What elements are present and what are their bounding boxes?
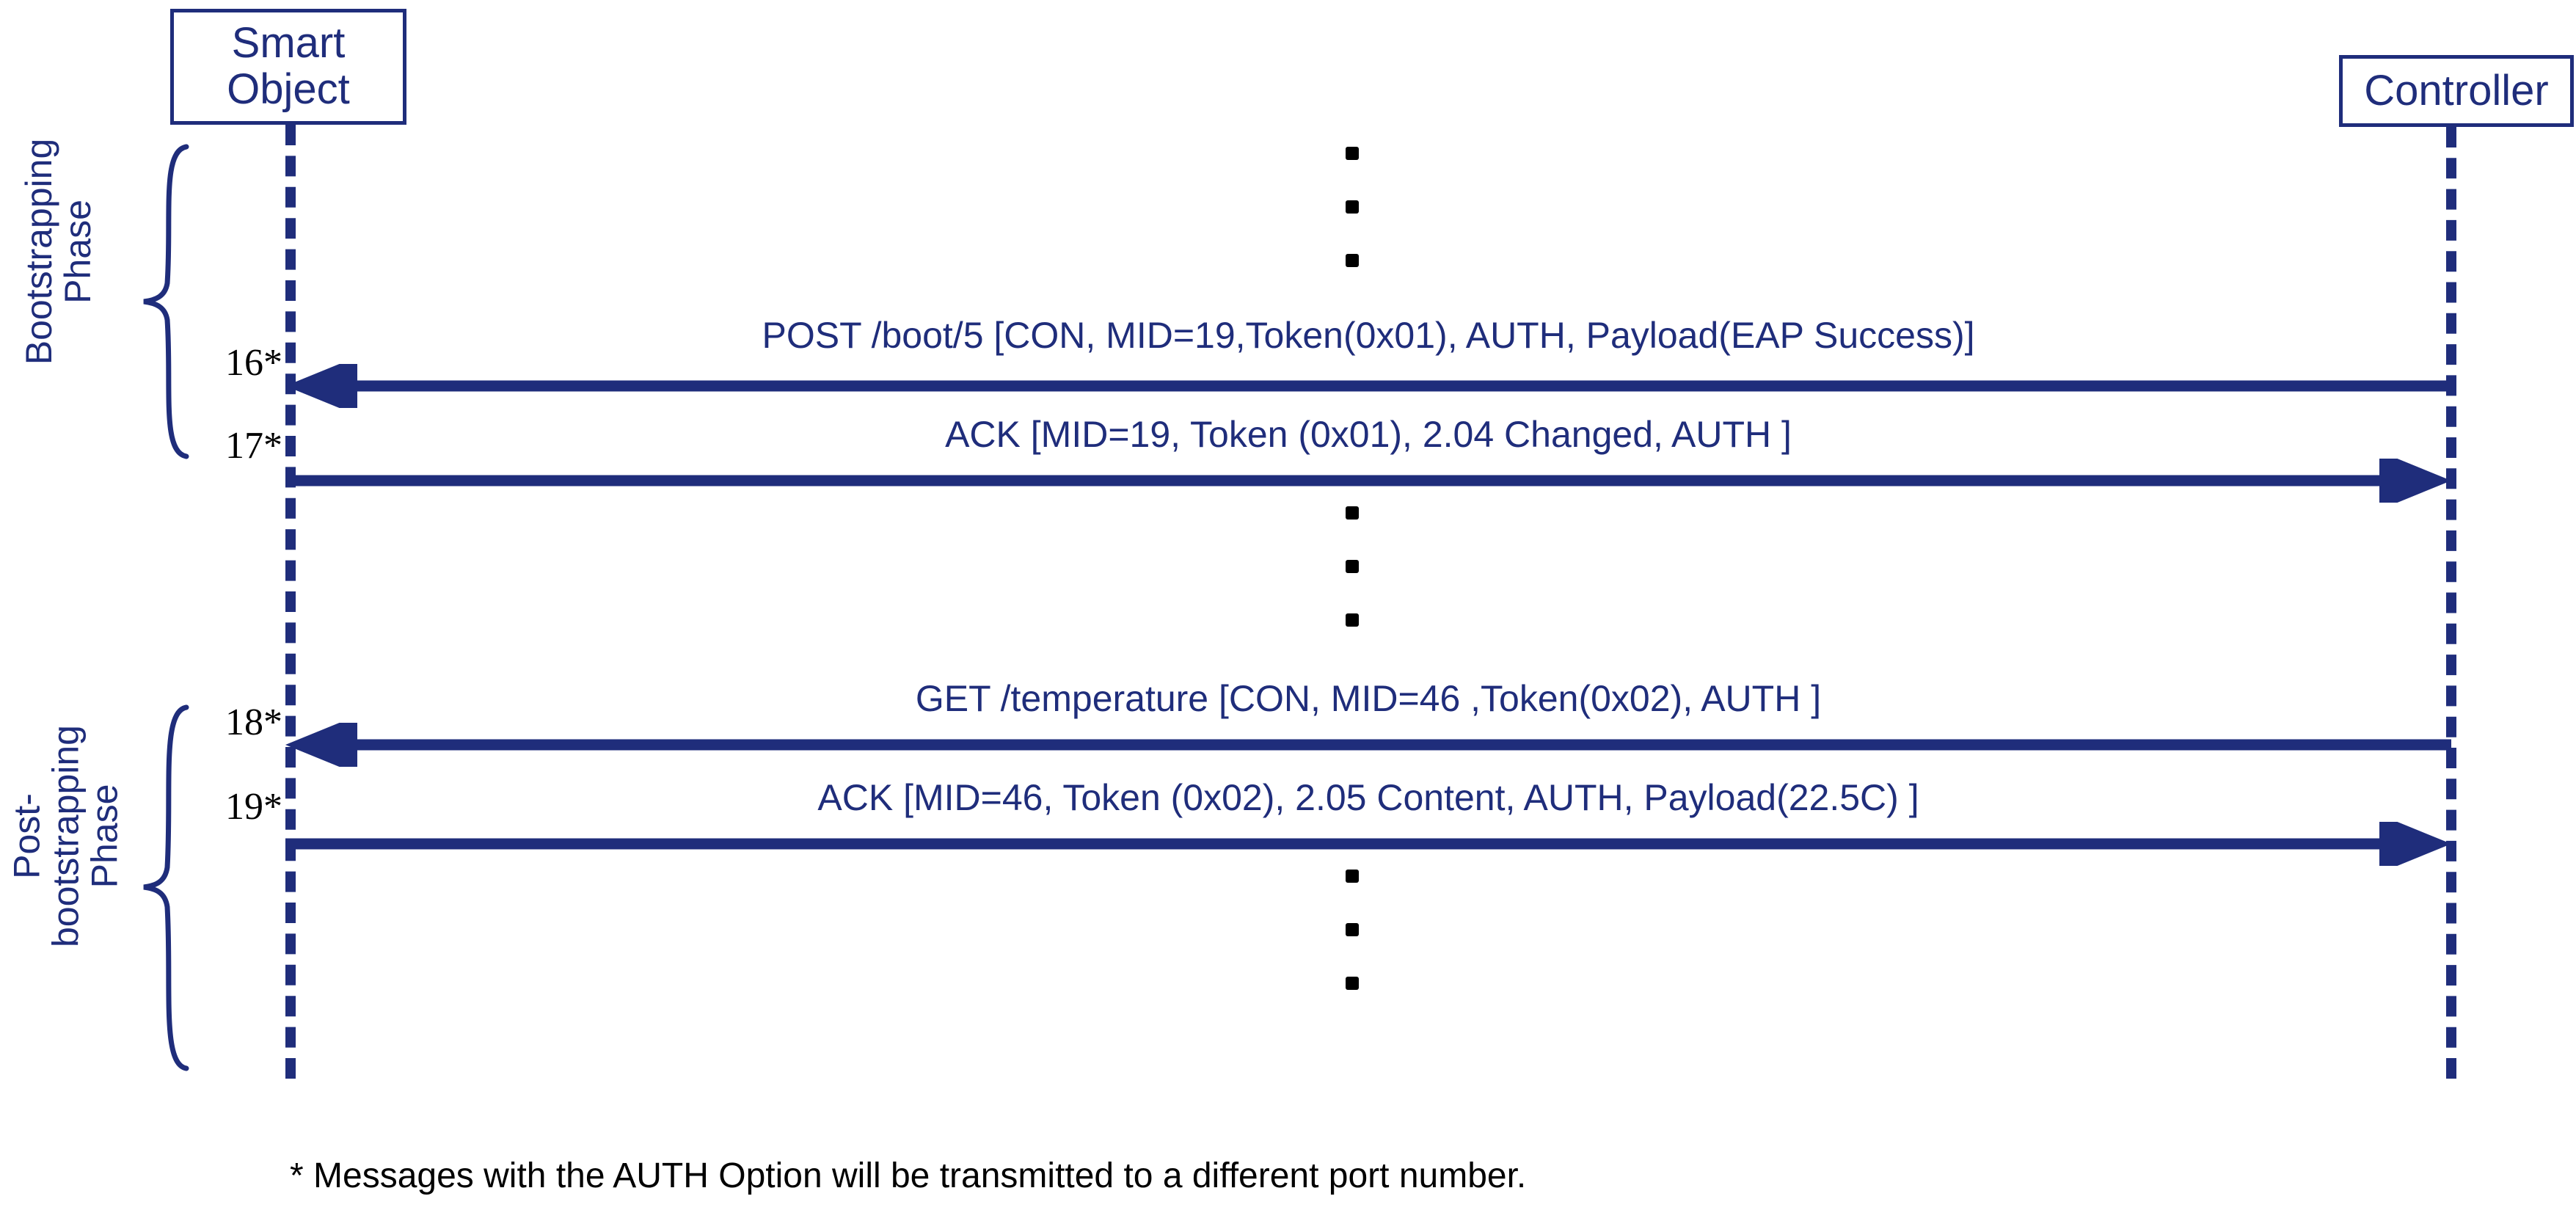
message-label-16: POST /boot/5 [CON, MID=19,Token(0x01), A… <box>762 315 1975 356</box>
ellipsis-dot <box>1346 200 1359 214</box>
phase-label-bootstrapping: Bootstrapping Phase <box>18 138 98 365</box>
message-arrow-16-left <box>285 364 2451 408</box>
message-label-18: GET /temperature [CON, MID=46 ,Token(0x0… <box>915 678 1822 719</box>
message-arrow-19-right <box>285 822 2451 866</box>
ellipsis-dot <box>1346 560 1359 573</box>
brace-bootstrapping <box>139 144 191 463</box>
message-arrow-18-left <box>285 723 2451 767</box>
step-number-16: 16* <box>225 342 282 384</box>
vertical-ellipsis-bottom <box>1341 870 1363 990</box>
message-arrow-17-right <box>285 459 2451 503</box>
step-number-18: 18* <box>225 701 282 743</box>
ellipsis-dot <box>1346 147 1359 160</box>
vertical-ellipsis-middle <box>1341 506 1363 627</box>
message-label-19: ACK [MID=46, Token (0x02), 2.05 Content,… <box>817 777 1919 818</box>
footnote-auth-option: * Messages with the AUTH Option will be … <box>290 1156 1527 1195</box>
actor-box-smart-object: Smart Object <box>170 9 406 125</box>
ellipsis-dot <box>1346 923 1359 936</box>
ellipsis-dot <box>1346 870 1359 883</box>
ellipsis-dot <box>1346 506 1359 520</box>
phase-label-post-bootstrapping: Post-bootstrapping Phase <box>6 725 125 948</box>
actor-box-controller: Controller <box>2339 55 2574 127</box>
ellipsis-dot <box>1346 613 1359 627</box>
lifeline-controller <box>2446 127 2456 1079</box>
vertical-ellipsis-top <box>1341 147 1363 267</box>
brace-post-bootstrapping <box>139 704 191 1075</box>
ellipsis-dot <box>1346 977 1359 990</box>
message-label-17: ACK [MID=19, Token (0x01), 2.04 Changed,… <box>945 414 1792 455</box>
step-number-17: 17* <box>225 425 282 467</box>
lifeline-smart-object <box>285 125 296 1079</box>
step-number-19: 19* <box>225 786 282 828</box>
ellipsis-dot <box>1346 254 1359 267</box>
